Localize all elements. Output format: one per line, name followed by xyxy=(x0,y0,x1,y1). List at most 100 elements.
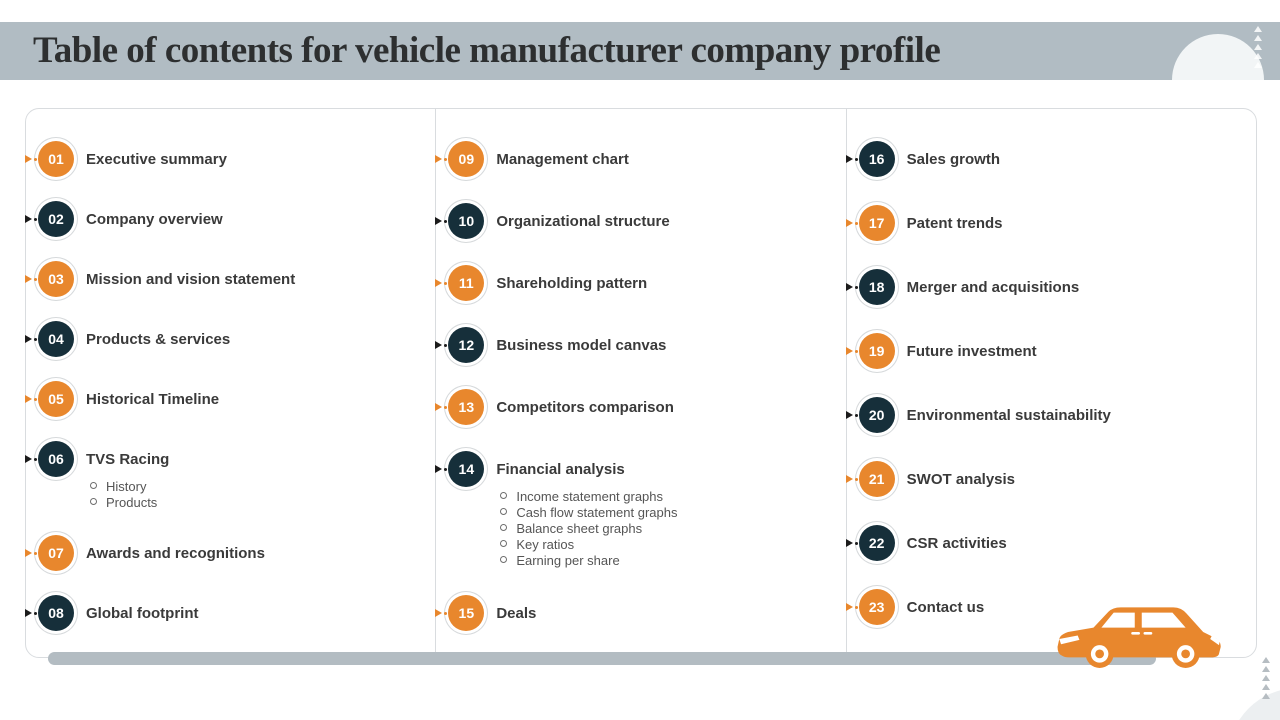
item-number-badge: 02 xyxy=(38,201,74,237)
arrow-connector-icon xyxy=(845,475,858,483)
toc-subitem: Balance sheet graphs xyxy=(500,521,845,537)
arrow-connector-icon xyxy=(25,275,37,283)
toc-subitem: Income statement graphs xyxy=(500,489,845,505)
subitem-label: Key ratios xyxy=(516,537,575,552)
header-bar: Table of contents for vehicle manufactur… xyxy=(0,22,1280,80)
circle-bullet-icon xyxy=(90,498,97,505)
arrow-connector-icon xyxy=(845,219,858,227)
item-label: Business model canvas xyxy=(496,336,667,354)
arrow-connector-icon xyxy=(845,603,858,611)
road-bar xyxy=(48,652,1156,665)
arrow-connector-icon xyxy=(845,155,858,163)
item-number-badge: 06 xyxy=(38,441,74,477)
toc-column-3: 16 Sales growth 17 Patent trends 18 Merg… xyxy=(845,109,1256,657)
item-label: Competitors comparison xyxy=(496,398,674,416)
item-label: Environmental sustainability xyxy=(906,406,1111,424)
circle-bullet-icon xyxy=(500,524,508,531)
item-label: Financial analysis xyxy=(496,460,625,478)
item-number-badge: 15 xyxy=(448,595,485,631)
toc-item: 02 Company overview xyxy=(25,201,435,237)
arrow-connector-icon xyxy=(25,455,37,463)
toc-subitem: Earning per share xyxy=(500,553,845,569)
item-number-badge: 18 xyxy=(858,269,895,305)
toc-subitem: Cash flow statement graphs xyxy=(500,505,845,521)
toc-subitem: Key ratios xyxy=(500,537,845,553)
toc-item: 21 SWOT analysis xyxy=(845,461,1256,497)
toc-item: 23 Contact us xyxy=(845,589,1256,625)
item-label: Merger and acquisitions xyxy=(906,278,1080,296)
subitem-label: Cash flow statement graphs xyxy=(516,505,678,520)
circle-bullet-icon xyxy=(500,556,508,563)
arrow-connector-icon xyxy=(845,539,858,547)
toc-item: 09 Management chart xyxy=(435,141,845,177)
item-number-badge: 11 xyxy=(448,265,485,301)
item-number-badge: 13 xyxy=(448,389,485,425)
toc-item: 10 Organizational structure xyxy=(435,203,845,239)
item-number-badge: 07 xyxy=(38,535,74,571)
item-number-badge: 22 xyxy=(858,525,895,561)
item-number-badge: 05 xyxy=(38,381,74,417)
toc-item: 08 Global footprint xyxy=(25,595,435,631)
item-label: Future investment xyxy=(906,342,1037,360)
item-label: Executive summary xyxy=(86,150,227,168)
circle-bullet-icon xyxy=(500,508,508,515)
subitem-label: History xyxy=(106,479,147,494)
arrow-connector-icon xyxy=(435,279,448,287)
item-number-badge: 12 xyxy=(448,327,485,363)
subitem-label: Balance sheet graphs xyxy=(516,521,643,536)
arrow-connector-icon xyxy=(435,217,448,225)
arrow-connector-icon xyxy=(435,465,448,473)
arrow-connector-icon xyxy=(25,549,37,557)
toc-item: 18 Merger and acquisitions xyxy=(845,269,1256,305)
item-label: Historical Timeline xyxy=(86,390,220,408)
arrow-connector-icon xyxy=(845,411,858,419)
toc-subitem: History xyxy=(90,479,435,495)
toc-item: 03 Mission and vision statement xyxy=(25,261,435,297)
toc-column-2: 09 Management chart 10 Organizational st… xyxy=(435,109,847,657)
decor-dome xyxy=(1172,34,1264,80)
item-number-badge: 09 xyxy=(448,141,485,177)
item-number-badge: 01 xyxy=(38,141,74,177)
toc-item: 15 Deals xyxy=(435,595,845,631)
toc-item: 01 Executive summary xyxy=(25,141,435,177)
item-label: Organizational structure xyxy=(496,212,670,230)
item-label: SWOT analysis xyxy=(906,470,1016,488)
item-number-badge: 23 xyxy=(858,589,895,625)
toc-item: 13 Competitors comparison xyxy=(435,389,845,425)
toc-item: 05 Historical Timeline xyxy=(25,381,435,417)
toc-item: 20 Environmental sustainability xyxy=(845,397,1256,433)
toc-subitem: Products xyxy=(90,495,435,511)
subitem-label: Products xyxy=(106,495,158,510)
arrow-connector-icon xyxy=(25,609,37,617)
item-number-badge: 17 xyxy=(858,205,895,241)
toc-item: 16 Sales growth xyxy=(845,141,1256,177)
circle-bullet-icon xyxy=(90,482,97,489)
item-number-badge: 19 xyxy=(858,333,895,369)
item-number-badge: 16 xyxy=(858,141,895,177)
decor-corner-circle xyxy=(1228,688,1280,720)
toc-item: 14 Financial analysis Income statement g… xyxy=(435,451,845,569)
arrow-connector-icon xyxy=(845,283,858,291)
arrow-connector-icon xyxy=(435,341,448,349)
item-label: Management chart xyxy=(496,150,629,168)
item-label: Contact us xyxy=(906,598,985,616)
item-number-badge: 03 xyxy=(38,261,74,297)
arrow-connector-icon xyxy=(25,155,37,163)
toc-column-1: 01 Executive summary 02 Company overview… xyxy=(25,109,437,657)
up-arrows-icon xyxy=(1262,657,1270,699)
arrow-connector-icon xyxy=(25,395,37,403)
item-number-badge: 21 xyxy=(858,461,895,497)
item-number-badge: 20 xyxy=(858,397,895,433)
toc-item: 17 Patent trends xyxy=(845,205,1256,241)
car-icon xyxy=(1057,607,1221,669)
up-arrows-icon xyxy=(1254,26,1262,68)
subitem-label: Income statement graphs xyxy=(516,489,664,504)
item-number-badge: 14 xyxy=(448,451,485,487)
item-label: Mission and vision statement xyxy=(86,270,296,288)
item-label: Global footprint xyxy=(86,604,199,622)
arrow-connector-icon xyxy=(25,215,37,223)
